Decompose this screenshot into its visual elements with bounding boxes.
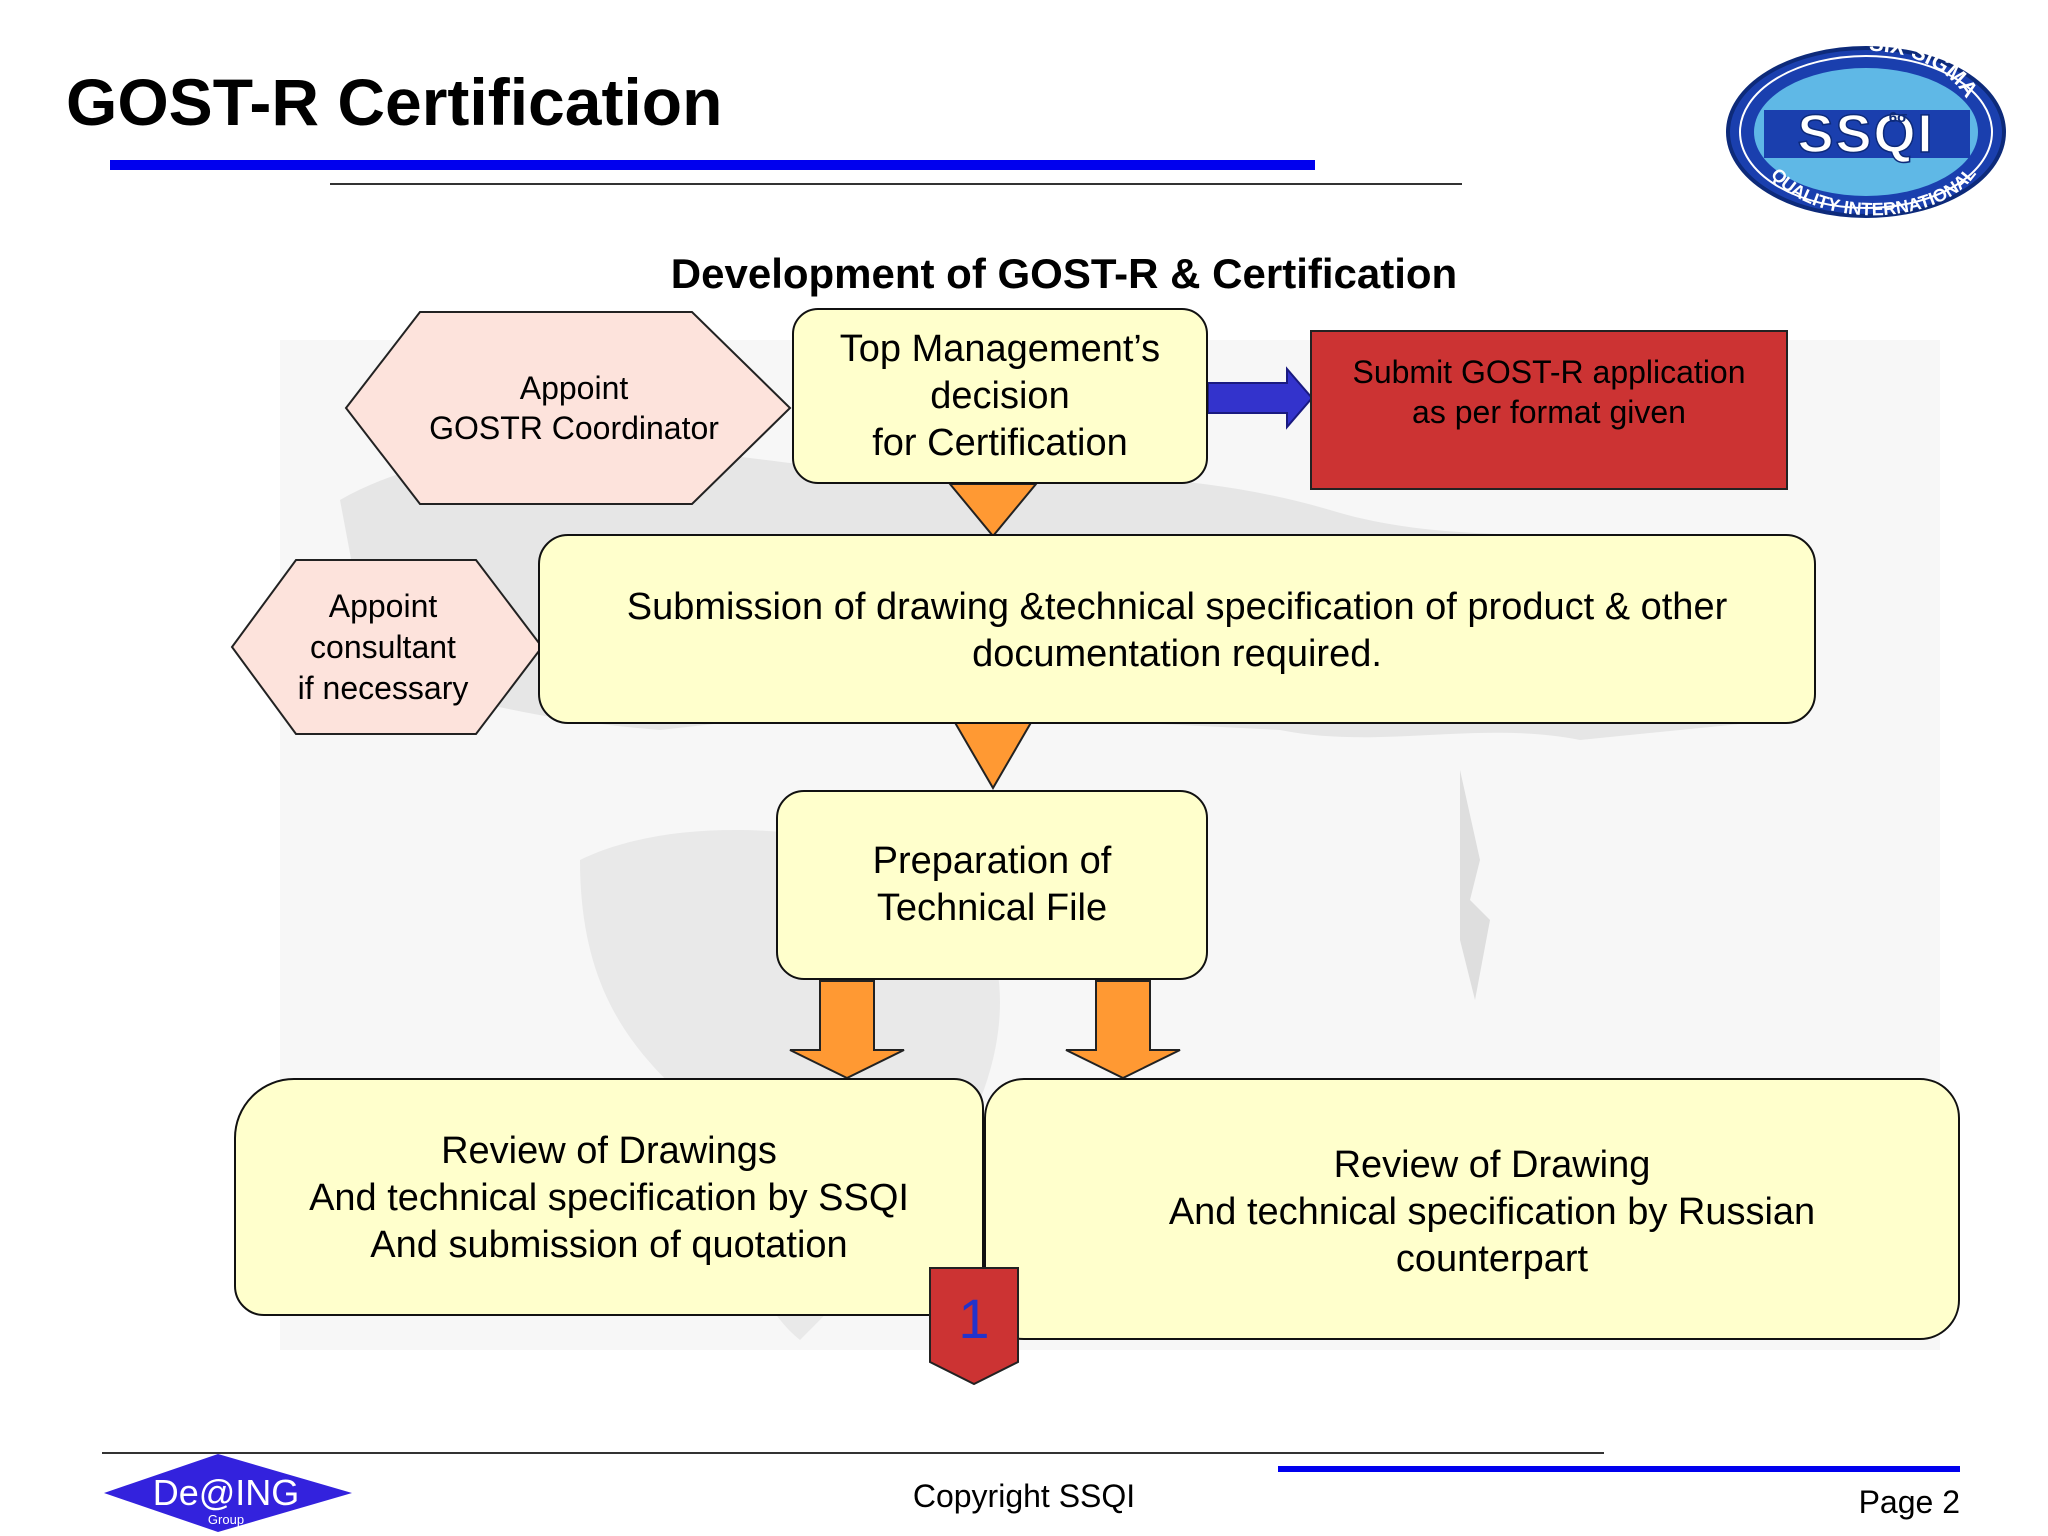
logo-sigma: 6σ [1889,109,1908,126]
arrow-down-2 [948,713,1038,790]
step-marker-number: 1 [958,1287,989,1350]
appoint-coordinator-text: Appoint GOSTR Coordinator [429,370,719,446]
appoint-coordinator-hexagon [344,311,792,505]
diagram-title-text: Development of GOST-R & Certification [670,250,1458,297]
diagram-title: Development of GOST-R & Certification [0,250,2048,298]
arrow-down-1 [947,483,1039,538]
deming-logo-text: De@ING [153,1472,300,1513]
deming-logo-sub: Group [208,1512,244,1527]
deming-logo: De@ING Group [104,1454,352,1532]
title-underline-thick [110,160,1315,170]
arrow-to-application [1207,366,1314,430]
copyright-text: Copyright SSQI [912,1478,1136,1514]
review-russian-box: Review of Drawing And technical specific… [984,1078,1960,1340]
submission-drawing-box: Submission of drawing &technical specifi… [538,534,1816,724]
ssqi-logo: SIX SIGMA QUALITY INTERNATIONAL SSQI 6σ [1726,44,2006,219]
review-ssqi-box: Review of Drawings And technical specifi… [234,1078,984,1316]
step-marker: 1 [929,1267,1019,1386]
top-management-box: Top Management’s decision for Certificat… [792,308,1208,484]
submit-application-box: Submit GOST-R application as per format … [1310,330,1788,490]
page-number: Page 2 [1858,1484,1960,1520]
footer-rule-thin [102,1452,1604,1454]
arrow-down-left [789,980,905,1080]
appoint-consultant-text: Appoint consultant if necessary [297,587,469,706]
title-underline-thin [330,183,1462,185]
arrow-down-right [1065,980,1181,1080]
logo-text: SSQI [1797,104,1934,164]
page-title: GOST-R Certification [66,65,723,139]
footer-rule-thick [1278,1466,1960,1472]
preparation-file-box: Preparation of Technical File [776,790,1208,980]
